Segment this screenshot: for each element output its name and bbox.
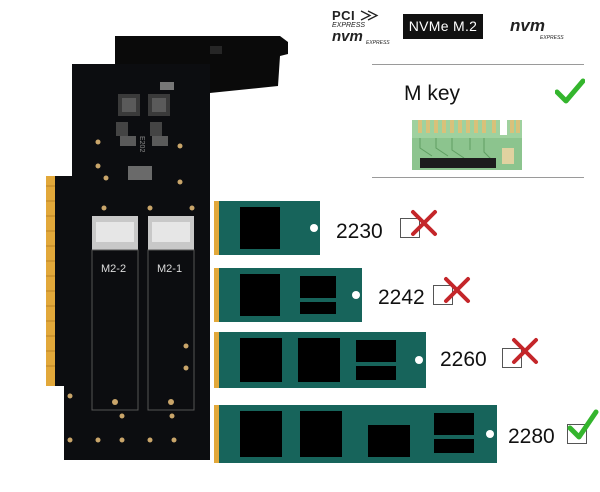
pci-express-text: EXPRESS [332,22,366,29]
pci-nvm-text: nvm [332,28,363,45]
slot-label-m2-2: M2-2 [101,263,127,275]
m2-slot-2-outline [91,249,139,411]
m-key-label: M key [404,82,461,105]
board-marking-text: E202 [138,136,145,152]
cross-icon-2242 [444,277,470,303]
nvm-logo-text: nvm [510,16,545,35]
check-icon-2280 [567,409,599,440]
cross-icon-2260 [512,338,538,364]
slot-label-m2-1: M2-1 [157,263,183,275]
pcie-edge-connector [46,176,55,386]
ssd-2280 [214,405,497,463]
m-key-check-icon [555,78,585,104]
ssd-2260 [214,332,426,388]
cross-icon-2230 [411,210,437,236]
pcie-adapter-card: E202 [46,36,288,460]
nvme-m2-logo: NVMe M.2 [403,14,483,39]
mkey-bottom-divider [372,177,584,178]
pci-arrows-icon [360,10,379,21]
ssd-2230 [214,201,320,255]
ssd-2242 [214,268,362,322]
size-label-2280: 2280 [508,425,555,448]
m2-slot-1-outline [147,249,195,411]
pci-nvm-express-text: EXPRESS [366,40,390,46]
mkey-top-divider [372,64,584,65]
pci-express-nvm-logo: PCI EXPRESS nvm EXPRESS [330,8,396,46]
adapter-pcb [54,64,210,460]
size-label-2230: 2230 [336,220,383,243]
size-label-2260: 2260 [440,348,487,371]
size-label-2242: 2242 [378,286,425,309]
nvm-express-text: EXPRESS [540,35,564,41]
pci-logo-text: PCI [332,8,356,23]
nvm-express-logo: nvm EXPRESS [508,12,578,42]
checkbox-2260 [502,348,522,368]
m-key-connector-pcb [412,118,522,170]
